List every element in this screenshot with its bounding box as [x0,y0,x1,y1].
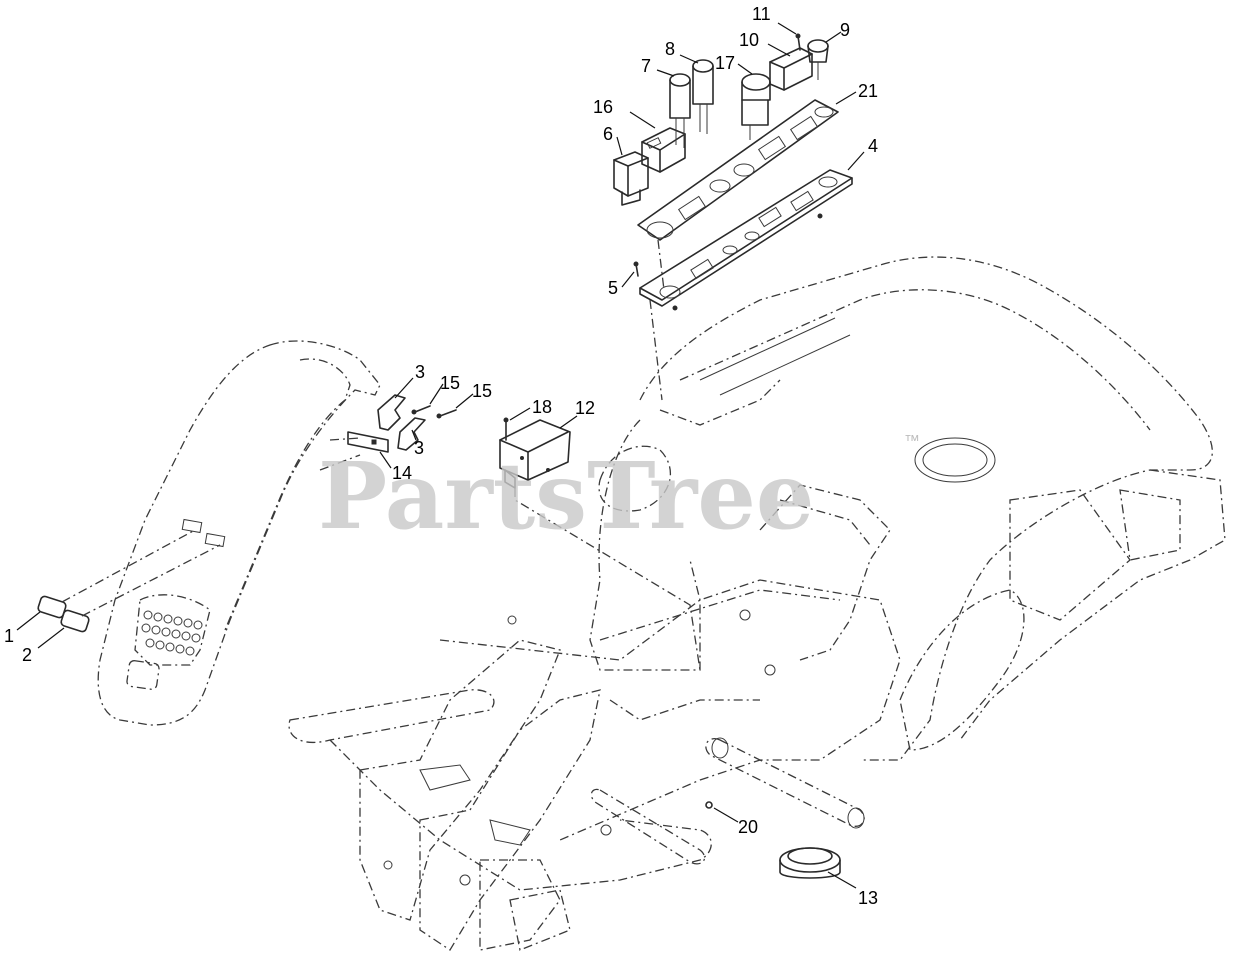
part-10-hour-meter [769,47,813,91]
callout-21: 21 [858,81,878,101]
part-14-mounting-plate [347,431,389,453]
callout-15-right: 15 [472,381,492,401]
part-3-clip-upper [377,394,406,431]
callout-14: 14 [392,463,412,483]
callout-10: 10 [739,30,759,50]
part-20-nut [705,801,713,809]
callout-4: 4 [868,136,878,156]
callout-20: 20 [738,817,758,837]
part-4-switch-plate [639,169,853,311]
left-fender-housing [97,340,381,726]
part-13-grommet [779,847,841,879]
part-18-screw [503,417,509,441]
part-2-light-lens [60,609,90,633]
callout-16: 16 [593,97,613,117]
callout-18: 18 [532,397,552,417]
callout-13: 13 [858,888,878,908]
callout-11: 11 [752,4,771,24]
part-7-switch [669,73,691,148]
callout-8: 8 [665,39,675,59]
part-5-screw [633,261,639,277]
callout-15-left: 15 [440,373,460,393]
callout-12: 12 [575,398,595,418]
callout-2: 2 [22,645,32,665]
callout-9: 9 [840,20,850,40]
part-9-key-switch [807,39,829,80]
part-3-clip-lower [397,417,426,451]
callout-1: 1 [4,626,14,646]
part-11-screw [795,33,801,51]
callout-7: 7 [641,56,651,76]
watermark-text: PartsTree [318,442,814,550]
watermark-trademark: ™ [904,433,920,450]
callout-3-upper: 3 [415,362,425,382]
callout-17: 17 [715,53,735,73]
leader-lines [16,22,865,889]
part-6-switch [613,151,649,206]
callout-5: 5 [608,278,618,298]
callout-3-lower: 3 [414,438,424,458]
part-12-control-module [499,419,571,489]
part-8-switch [692,59,714,134]
frame-assembly [288,256,1226,951]
headlight-grille [141,610,203,656]
part-15-screws [411,405,457,419]
partstree-watermark: PartsTree ™ [318,433,920,550]
part-1-light-lens [37,595,67,619]
part-17-push-switch [741,73,771,140]
callout-6: 6 [603,124,613,144]
callout-labels: 1 2 3 3 4 5 6 7 8 9 10 11 12 13 14 15 15… [4,4,878,908]
part-21-gasket [637,99,839,241]
part-16-rocker-switch [641,127,686,173]
